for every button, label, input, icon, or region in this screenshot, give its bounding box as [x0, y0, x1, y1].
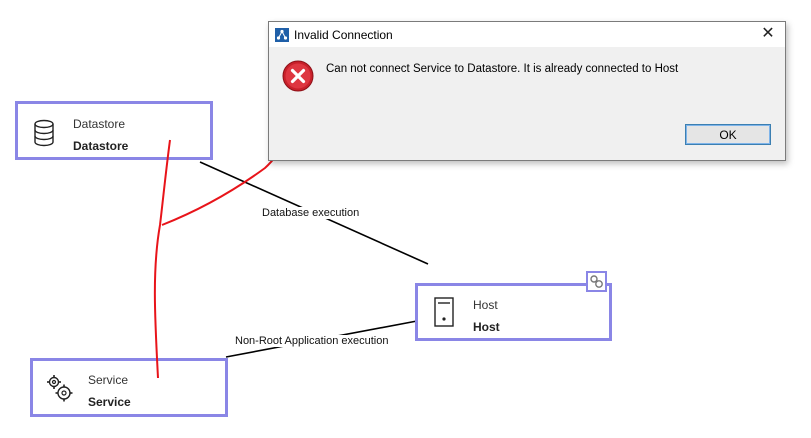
datastore-name-label: Datastore — [73, 139, 129, 153]
server-icon — [433, 297, 455, 332]
edge-label-database-execution: Database execution — [261, 207, 361, 219]
host-type-label: Host — [473, 298, 498, 312]
app-network-icon — [275, 28, 289, 42]
datastore-node[interactable]: Datastore Datastore — [15, 101, 213, 160]
service-type-label: Service — [88, 373, 129, 387]
host-node[interactable]: Host Host — [415, 283, 612, 341]
service-node[interactable]: Service Service — [30, 358, 228, 417]
dialog-title: Invalid Connection — [294, 28, 393, 42]
dialog-titlebar[interactable]: Invalid Connection ✕ — [269, 22, 785, 47]
error-icon — [282, 60, 314, 92]
datastore-type-label: Datastore — [73, 117, 126, 131]
dialog-message: Can not connect Service to Datastore. It… — [326, 63, 679, 75]
invalid-connection-dialog: Invalid Connection ✕ Can not connect Ser… — [268, 21, 786, 161]
gears-icon — [45, 373, 75, 408]
close-icon[interactable]: ✕ — [761, 25, 775, 42]
gears-badge-icon[interactable] — [586, 271, 607, 292]
database-icon — [33, 119, 55, 152]
host-name-label: Host — [473, 320, 500, 334]
edge-label-non-root-execution: Non-Root Application execution — [234, 335, 390, 347]
service-name-label: Service — [88, 395, 131, 409]
ok-button[interactable]: OK — [685, 124, 771, 145]
